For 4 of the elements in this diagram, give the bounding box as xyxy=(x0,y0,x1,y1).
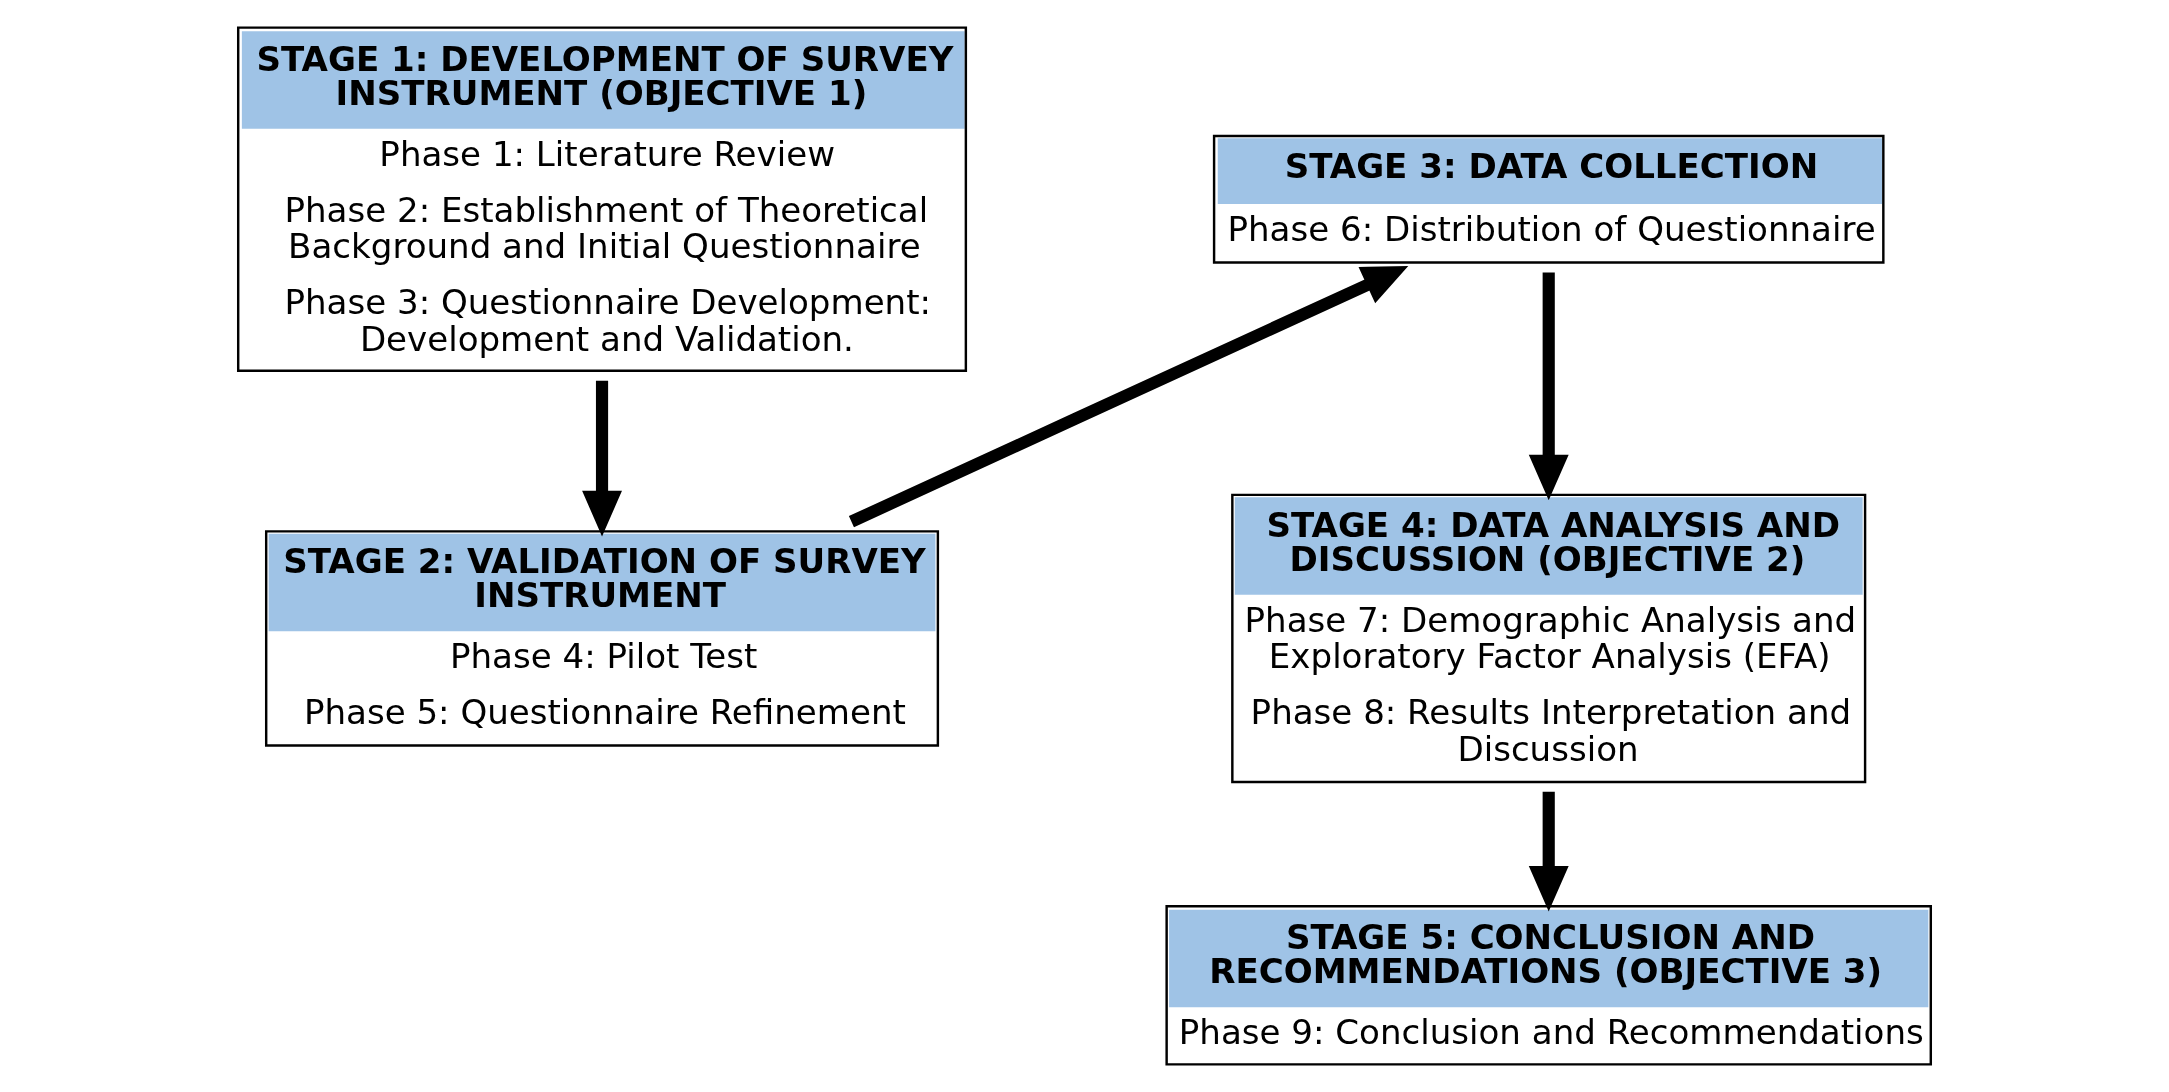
arrow xyxy=(1528,791,1569,912)
arrow xyxy=(848,266,1409,528)
arrow xyxy=(1528,272,1569,501)
arrow xyxy=(582,380,622,537)
